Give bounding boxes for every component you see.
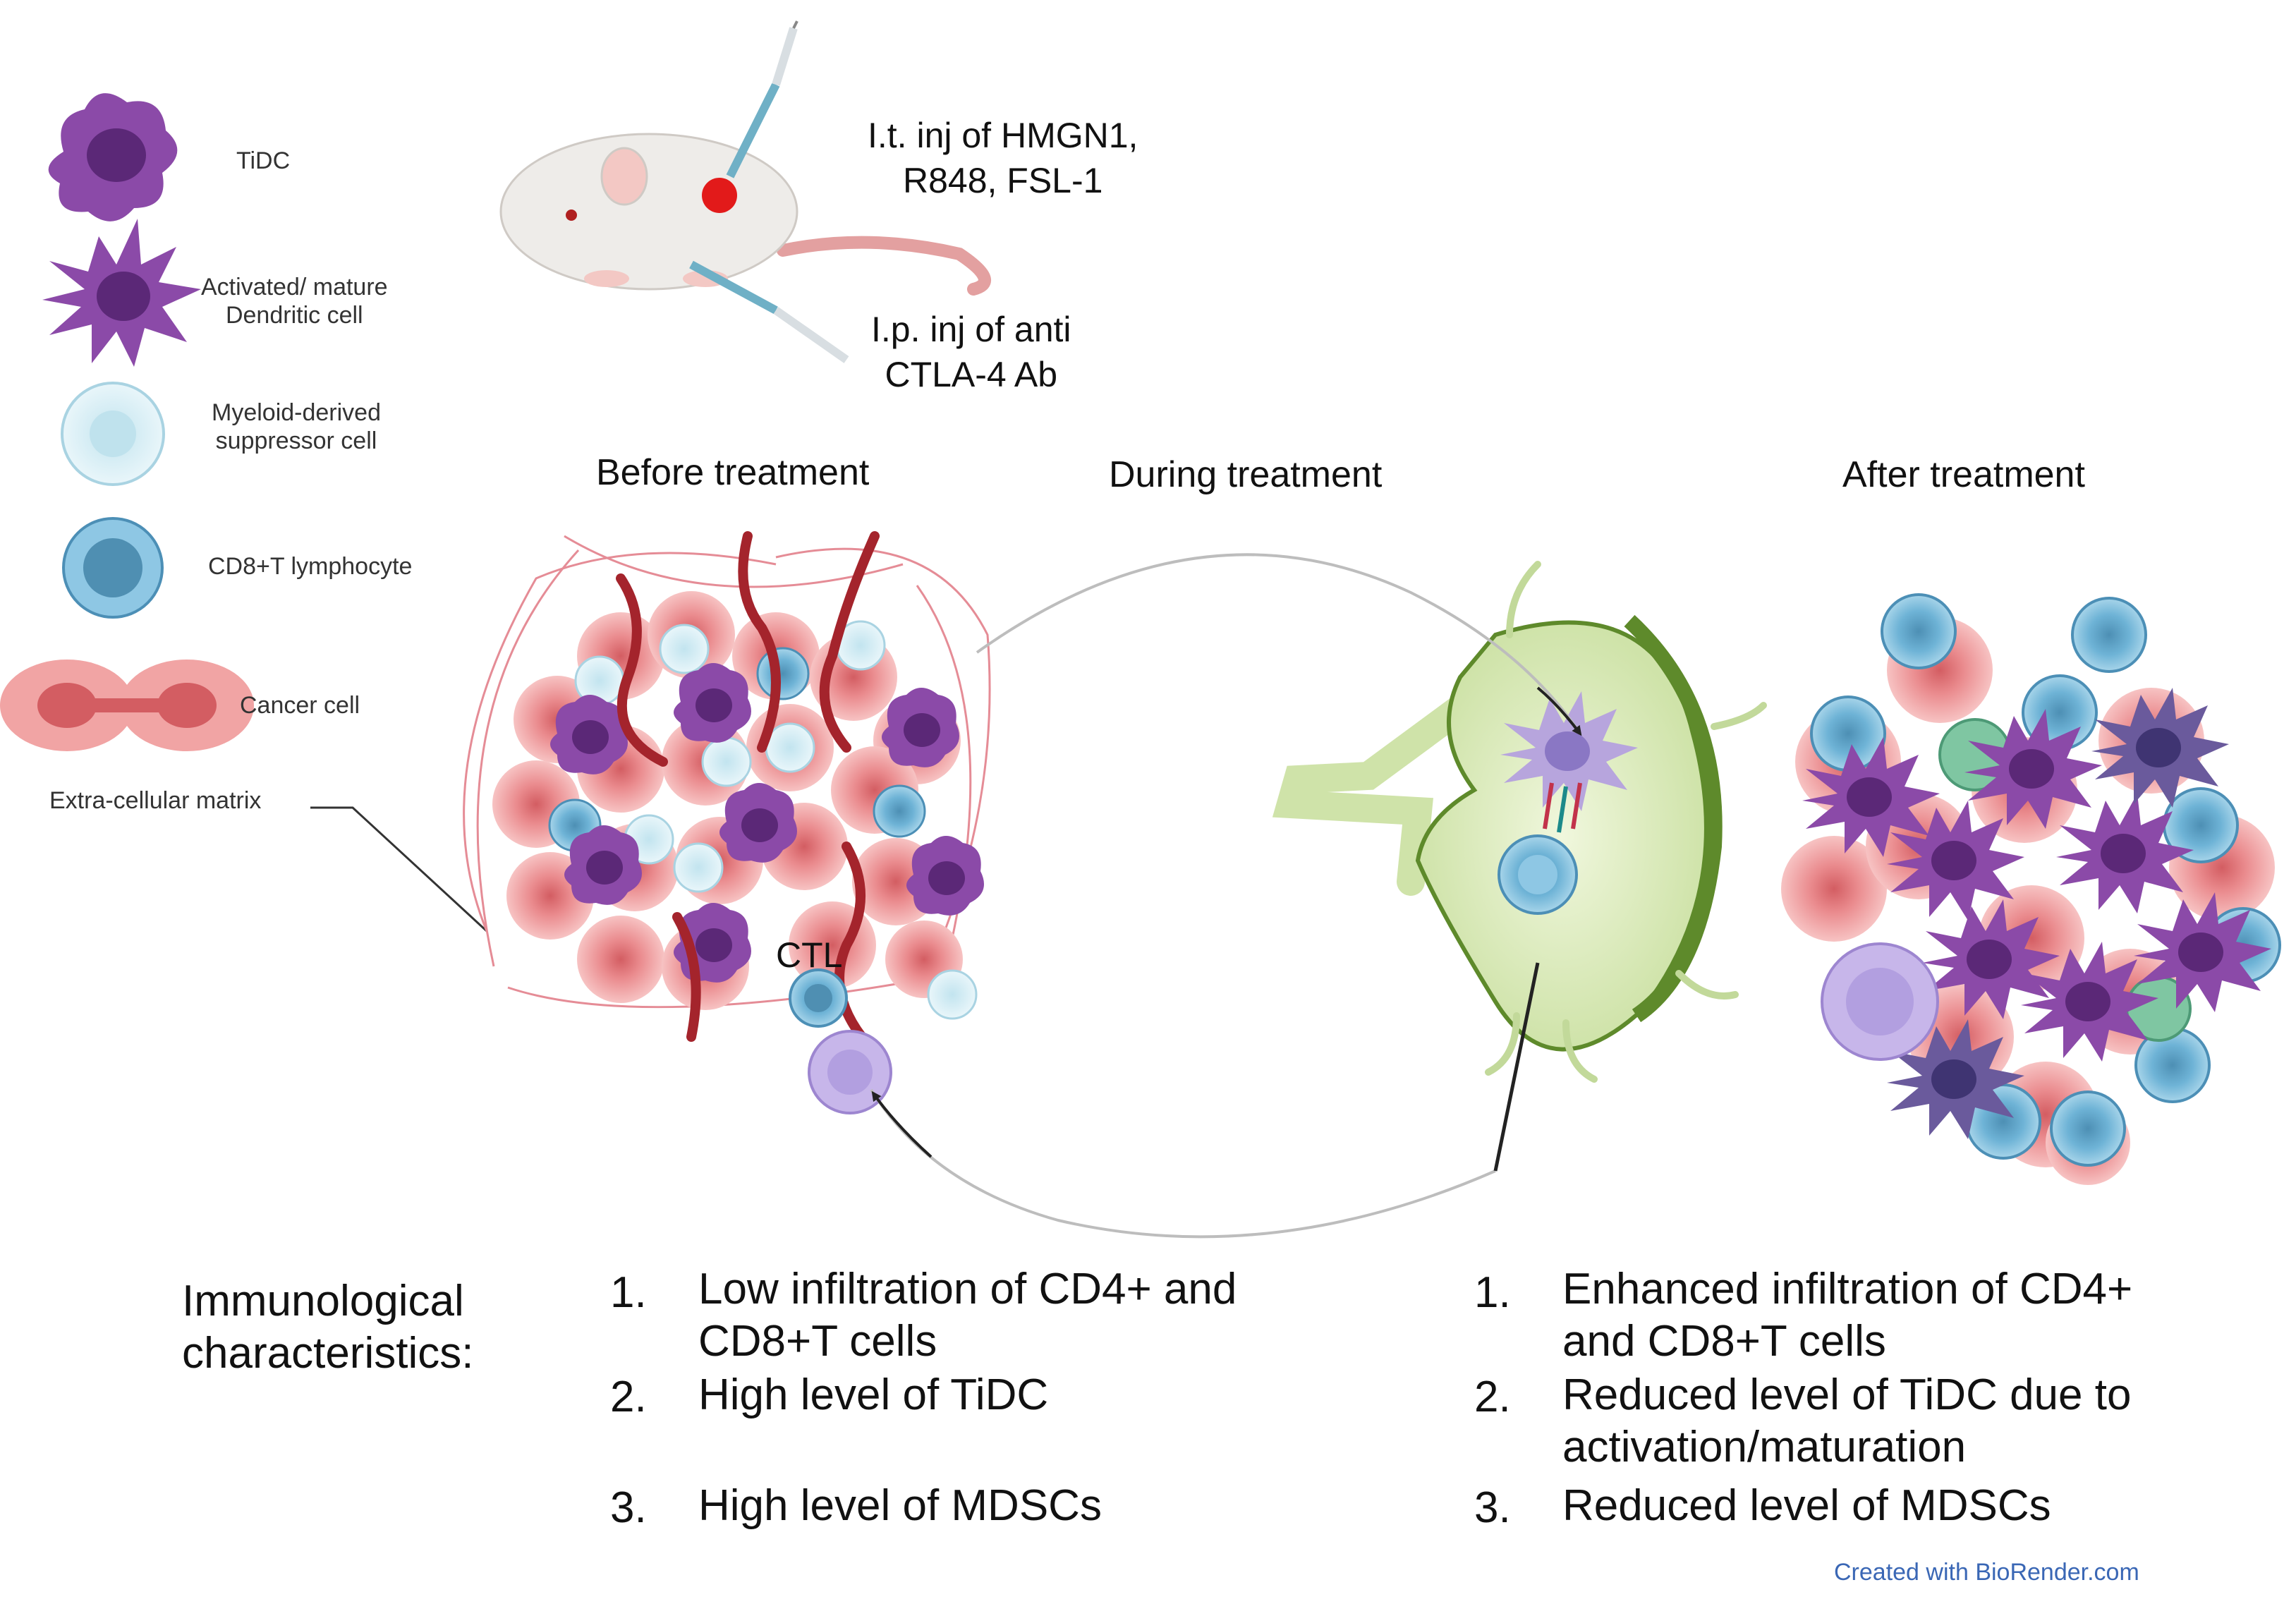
after-item-3-text: Reduced level of MDSCs	[1562, 1481, 2051, 1530]
phase-after-label: After treatment	[1842, 454, 2085, 495]
tumor-injection-site	[702, 178, 737, 213]
tumor-before	[463, 531, 991, 1114]
before-item-2-number: 2.	[610, 1373, 647, 1421]
after-item-3-number: 3.	[1474, 1483, 1511, 1532]
mdsc-icon	[61, 382, 165, 486]
phase-during-label: During treatment	[1109, 454, 1383, 495]
before-item-1-number: 1.	[610, 1268, 647, 1317]
legend	[0, 93, 488, 932]
cd8-icon	[62, 517, 164, 619]
before-item-1-text: Low infiltration of CD4+ and CD8+T cells	[698, 1265, 1237, 1366]
before-item-3-text: High level of MDSCs	[698, 1481, 1102, 1530]
biorender-credit: Created with BioRender.com	[1834, 1559, 2139, 1586]
legend-label-mdsc: Myeloid-derived suppressor cell	[212, 399, 381, 454]
characteristics-heading: Immunological characteristics:	[182, 1277, 474, 1378]
legend-label-cancer-cell: Cancer cell	[240, 692, 360, 719]
legend-label-cd8: CD8+T lymphocyte	[208, 553, 413, 580]
after-item-1-text: Enhanced infiltration of CD4+ and CD8+T …	[1562, 1265, 2133, 1366]
injection-it-label: I.t. inj of HMGN1, R848, FSL-1	[868, 116, 1138, 200]
ctl-cell	[789, 968, 848, 1028]
tidc-cells-before	[550, 663, 984, 983]
after-item-2-number: 2.	[1474, 1373, 1511, 1421]
arrow-tumor-to-node	[976, 553, 1581, 735]
before-item-3-number: 3.	[610, 1483, 647, 1532]
after-item-1-number: 1.	[1474, 1268, 1511, 1317]
migrating-lymphocyte	[808, 1030, 892, 1114]
mature-dc-icon	[42, 219, 201, 367]
injection-ip-label: I.p. inj of anti CTLA-4 Ab	[871, 310, 1071, 394]
tidc-icon	[48, 93, 178, 221]
arrow-node-to-tumor	[870, 1088, 1496, 1239]
legend-label-tidc: TiDC	[236, 147, 291, 174]
after-item-2-text: Reduced level of TiDC due to activation/…	[1562, 1371, 2132, 1471]
tcr-mhc-bridge	[1543, 782, 1582, 833]
before-item-2-text: High level of TiDC	[698, 1371, 1049, 1419]
syringe-ip	[689, 260, 849, 363]
lymph-node-t-cell	[1498, 834, 1578, 915]
legend-label-mature-dc: Activated/ mature Dendritic cell	[201, 274, 388, 329]
mature-dc-cells-after	[1802, 688, 2271, 1139]
ctl-label: CTL	[776, 935, 843, 975]
syringe-it	[726, 20, 798, 178]
large-lymphocyte-after	[1821, 942, 1939, 1061]
legend-label-ecm: Extra-cellular matrix	[49, 787, 262, 814]
cancer-cell-icon	[0, 660, 254, 751]
lymph-node	[1272, 561, 1767, 1083]
tumor-after	[1781, 593, 2281, 1185]
phase-before-label: Before treatment	[596, 452, 870, 493]
lymph-node-dc	[1500, 691, 1638, 811]
blood-vessels	[616, 531, 880, 1049]
ecm-leader-line	[310, 806, 488, 932]
mouse-illustration	[499, 133, 991, 296]
